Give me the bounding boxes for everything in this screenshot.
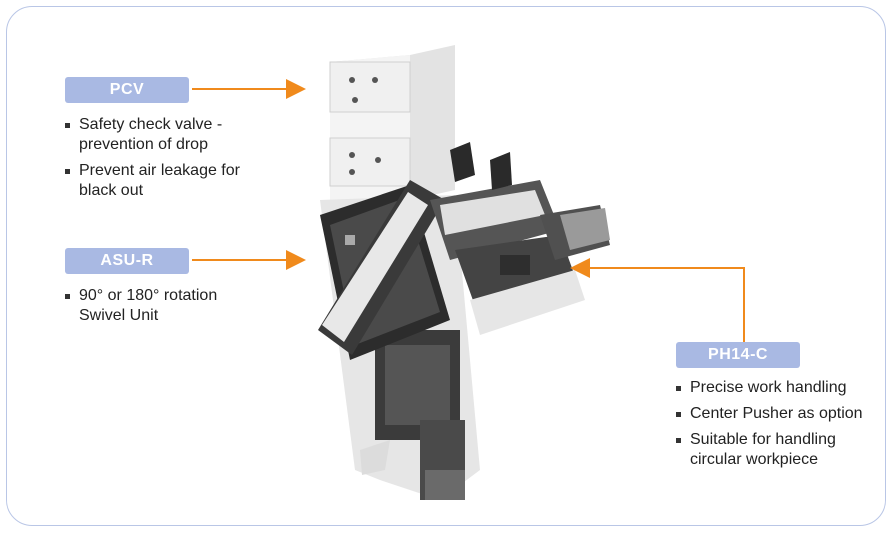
pcv-bullet-item: Prevent air leakage for black out <box>65 161 275 201</box>
ph14-c-bullet-item: Precise work handling <box>676 378 881 398</box>
ph14-c-arrow <box>570 258 745 343</box>
ph14-c-bullet-item: Suitable for handling circular workpiece <box>676 430 881 470</box>
ph14-c-bullet-item: Center Pusher as option <box>676 404 881 424</box>
asu-r-bullet-list: 90° or 180° rotation Swivel Unit <box>65 286 255 332</box>
asu-r-swivel-unit <box>318 180 450 360</box>
asu-r-bullet-item: 90° or 180° rotation Swivel Unit <box>65 286 255 326</box>
pcv-bullet-list: Safety check valve - prevention of drop … <box>65 115 275 207</box>
asu-r-label-tag: ASU-R <box>65 248 189 274</box>
ph14-c-label-tag: PH14-C <box>676 342 800 368</box>
ph14-c-gripper <box>430 142 610 335</box>
pcv-label-tag: PCV <box>65 77 189 103</box>
pcv-block <box>329 45 455 200</box>
ph14-c-bullet-list: Precise work handling Center Pusher as o… <box>676 378 881 476</box>
pcv-bullet-item: Safety check valve - prevention of drop <box>65 115 275 155</box>
